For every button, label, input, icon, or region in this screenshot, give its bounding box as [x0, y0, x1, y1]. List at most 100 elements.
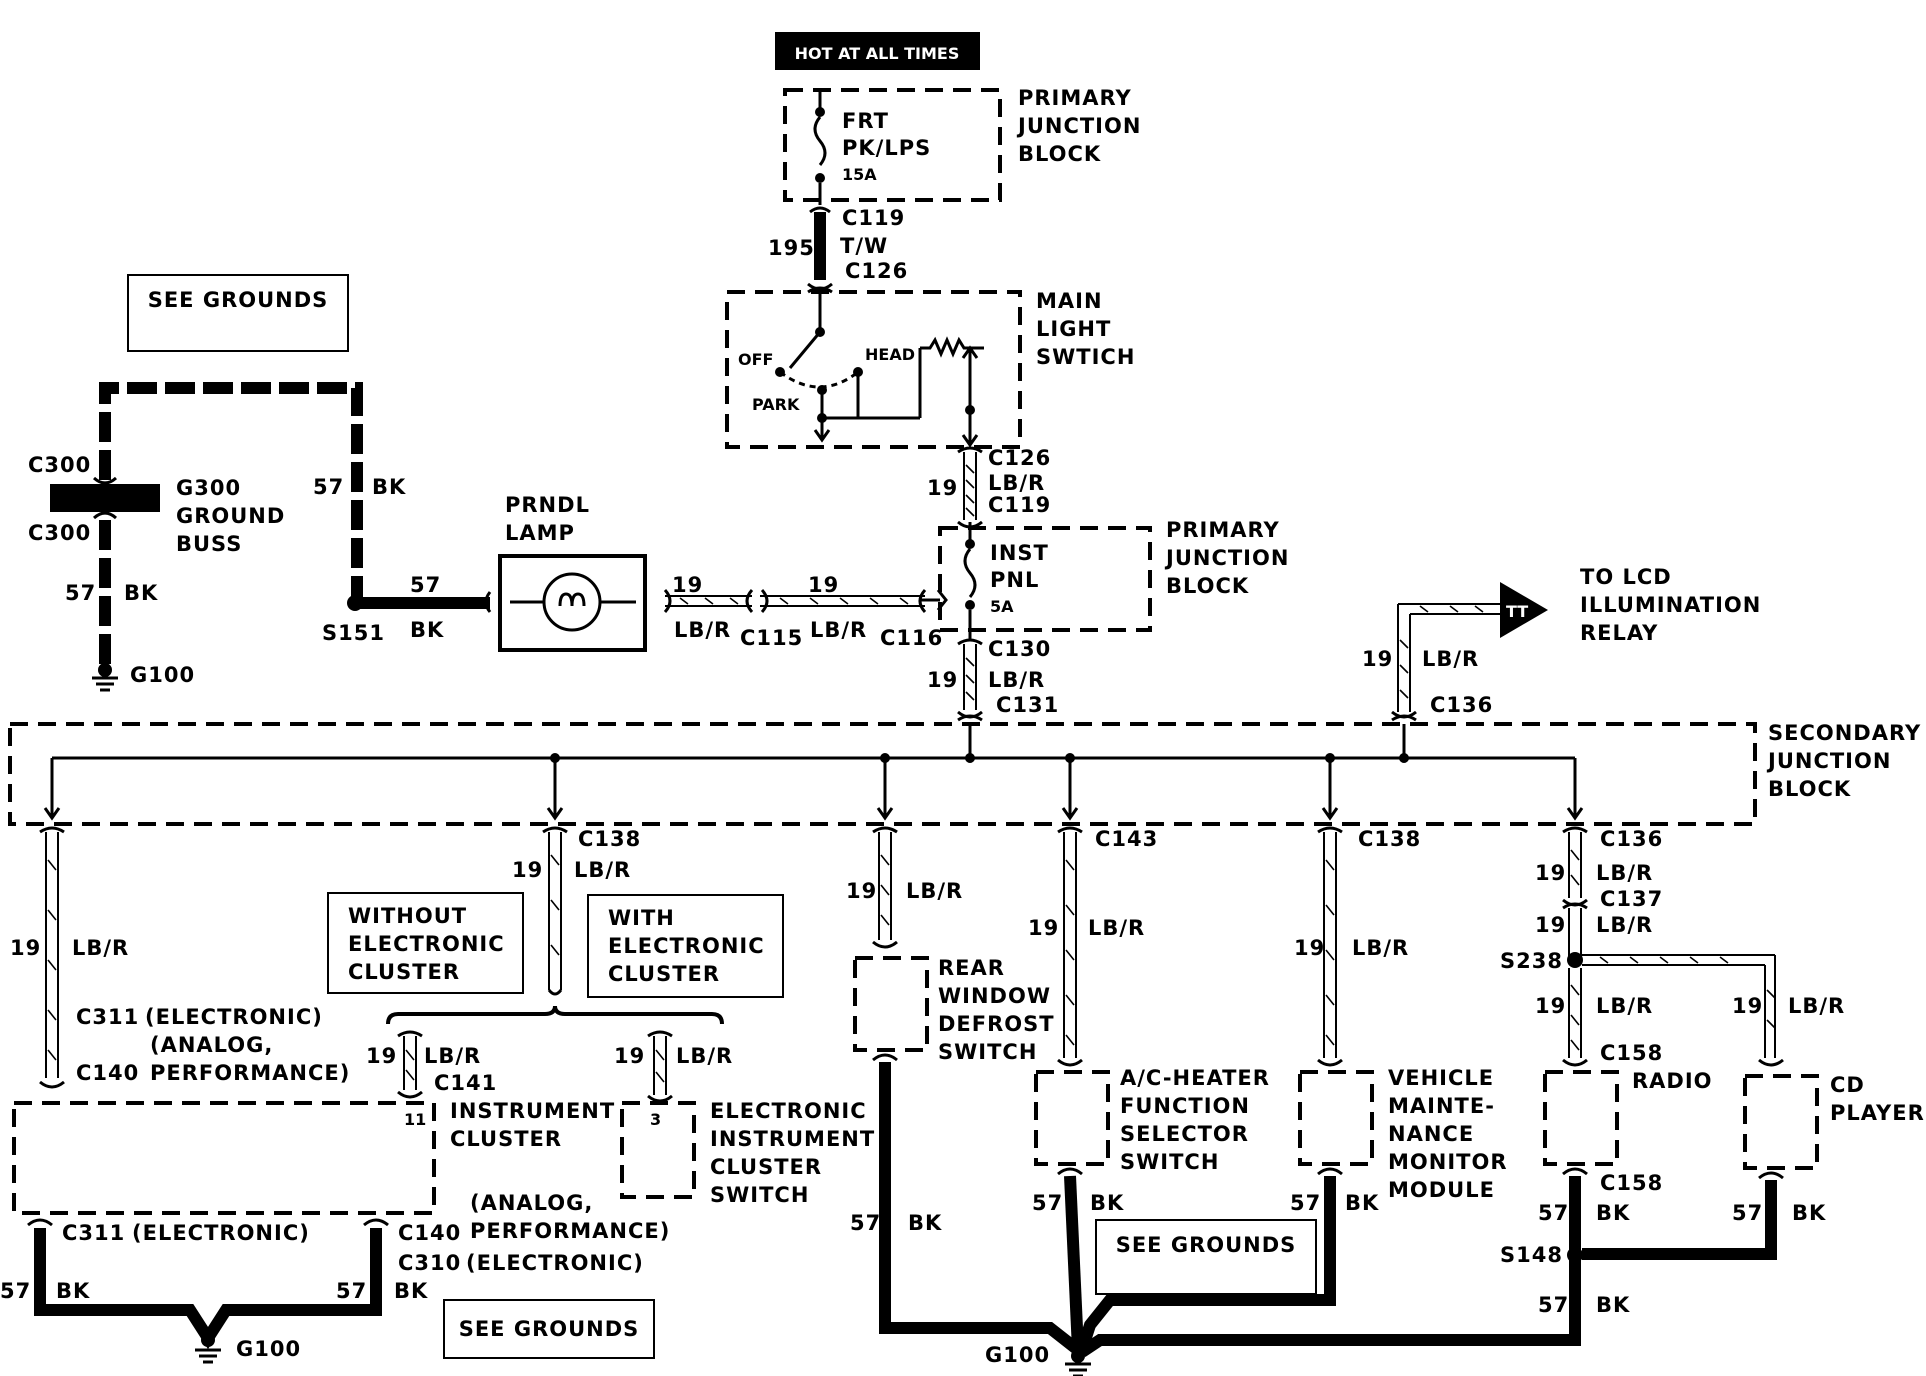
- wire-57-bk-loop: [99, 382, 363, 598]
- lcd-relay-arrow: [1500, 582, 1548, 638]
- lbr-label-h: LB/R: [676, 1044, 733, 1068]
- fuse-inst-label: INST: [990, 541, 1049, 565]
- bk-label-i: BK: [1596, 1201, 1630, 1225]
- with-label-3: CLUSTER: [608, 962, 720, 986]
- ac-heater-label-3: SELECTOR: [1120, 1122, 1249, 1146]
- wire-57-label-c: 57: [65, 581, 96, 605]
- primary-jb-top-name-3: BLOCK: [1018, 142, 1101, 166]
- wire-19-label-g: 19: [366, 1044, 397, 1068]
- rheostat-symbol: [920, 336, 984, 358]
- see-grounds-label-top: SEE GROUNDS: [148, 288, 329, 312]
- wire-57-bk-radio-ground-return: [1078, 1260, 1581, 1357]
- bk-label-d: BK: [56, 1279, 90, 1303]
- lbr-label-i: LB/R: [906, 879, 963, 903]
- fuse-15a-label: 15A: [842, 165, 877, 184]
- wire-19-label-i: 19: [846, 879, 877, 903]
- prndl-label-1: PRNDL: [505, 493, 590, 517]
- with-label-2: ELECTRONIC: [608, 934, 765, 958]
- wire-57-bk-cd-player: [1582, 1180, 1777, 1260]
- primary-jb-mid-name-2: JUNCTION: [1164, 546, 1289, 570]
- wire-lbr-vmm: [1323, 832, 1337, 1058]
- cd-player-label-1: CD: [1830, 1073, 1865, 1097]
- analog-note-b: (ANALOG,: [470, 1191, 593, 1215]
- fuse-frt-pklps-symbol: [813, 116, 827, 166]
- ground-label: GROUND: [176, 504, 285, 528]
- secondary-jb-name-3: BLOCK: [1768, 777, 1851, 801]
- electronic-switch-label-1: ELECTRONIC: [710, 1099, 867, 1123]
- hot-at-all-times-label: HOT AT ALL TIMES: [795, 44, 960, 63]
- vmm-label-3: NANCE: [1388, 1122, 1474, 1146]
- c300-label-top: C300: [28, 453, 91, 477]
- wire-195-label: 195: [768, 236, 815, 260]
- fuse-pnl-label: PNL: [990, 568, 1039, 592]
- ac-heater-switch-box: [1034, 1070, 1110, 1166]
- wire-lbr-s238-cd: [1582, 954, 1776, 1058]
- c143-label: C143: [1095, 827, 1158, 851]
- c136-label-bottom: C136: [1600, 827, 1663, 851]
- ac-heater-label-1: A/C-HEATER: [1120, 1066, 1270, 1090]
- ac-heater-label-2: FUNCTION: [1120, 1094, 1250, 1118]
- wire-lbr-c130-c131: [963, 644, 977, 710]
- s148-label: S148: [1500, 1243, 1563, 1267]
- bk-label-j: BK: [1792, 1201, 1826, 1225]
- rear-defrost-switch-box: [853, 956, 929, 1052]
- lbr-label-a: LB/R: [988, 471, 1045, 495]
- see-grounds-box-left: [443, 1299, 655, 1359]
- prndl-label-2: LAMP: [505, 521, 575, 545]
- c126-mid-label: C126: [988, 446, 1051, 470]
- s151-label: S151: [322, 621, 385, 645]
- primary-jb-mid-box: [938, 526, 1152, 632]
- secondary-jb-box: [8, 722, 1757, 826]
- c138-label-a: C138: [578, 827, 641, 851]
- wire-19-label-m: 19: [1535, 913, 1566, 937]
- c140-label-top: C140: [76, 1061, 139, 1085]
- wire-lbr-switch-to-jb: [963, 452, 977, 520]
- primary-jb-mid-name-1: PRIMARY: [1166, 518, 1280, 542]
- g100-ground-symbol-c: [1065, 1362, 1091, 1376]
- electronic-switch-label-2: INSTRUMENT: [710, 1127, 875, 1151]
- vmm-module-box: [1298, 1070, 1374, 1166]
- wire-57-label-e: 57: [336, 1279, 367, 1303]
- c158-label-bottom: C158: [1600, 1171, 1663, 1195]
- wire-lbr-c136-c137: [1568, 832, 1582, 898]
- secondary-jb-name-1: SECONDARY: [1768, 721, 1921, 745]
- wire-lbr-ac-heater: [1063, 832, 1077, 1058]
- instrument-cluster-label-1: INSTRUMENT: [450, 1099, 615, 1123]
- wire-57-label-h: 57: [1290, 1191, 1321, 1215]
- vmm-label-4: MONITOR: [1388, 1150, 1508, 1174]
- wire-lbr-c116-c115: [760, 595, 925, 607]
- c130-label: C130: [988, 637, 1051, 661]
- c300-label-bottom: C300: [28, 521, 91, 545]
- primary-jb-top-name-2: JUNCTION: [1016, 114, 1141, 138]
- g100-ground-symbol-b: [195, 1348, 221, 1364]
- lbr-label-e: LB/R: [72, 936, 129, 960]
- ac-heater-label-4: SWITCH: [1120, 1150, 1219, 1174]
- wire-19-label-c: 19: [672, 573, 703, 597]
- bk-label-f: BK: [908, 1211, 942, 1235]
- see-grounds-label-left: SEE GROUNDS: [459, 1317, 640, 1341]
- instrument-cluster-box: [12, 1101, 436, 1215]
- wire-19-label-f: 19: [512, 858, 543, 882]
- vmm-label-1: VEHICLE: [1388, 1066, 1494, 1090]
- electronic-note-c: (ELECTRONIC): [466, 1251, 644, 1275]
- main-light-switch-name-3: SWTICH: [1036, 345, 1135, 369]
- electronic-switch-label-3: CLUSTER: [710, 1155, 822, 1179]
- wire-19-label-n: 19: [1732, 994, 1763, 1018]
- lbr-label-b: LB/R: [810, 618, 867, 642]
- wire-57-label-a: 57: [410, 573, 441, 597]
- wire-19-label-j: 19: [1028, 916, 1059, 940]
- wire-57-bk-vmm-ground: [1076, 1176, 1336, 1352]
- analog-note-a: (ANALOG,: [150, 1033, 273, 1057]
- cd-player-label-2: PLAYER: [1830, 1101, 1925, 1125]
- without-label-1: WITHOUT: [348, 904, 467, 928]
- lbr-label-k: LB/R: [1352, 936, 1409, 960]
- wire-19-label-lcd: 19: [1362, 647, 1393, 671]
- wire-tw-label: T/W: [840, 234, 888, 258]
- electronic-switch-label-4: SWITCH: [710, 1183, 809, 1207]
- lbr-label-m: LB/R: [1596, 913, 1653, 937]
- without-label-3: CLUSTER: [348, 960, 460, 984]
- cluster-option-bracket: [386, 1005, 724, 1025]
- electronic-cluster-switch-box: [620, 1101, 696, 1199]
- g100-label-b: G100: [236, 1337, 301, 1361]
